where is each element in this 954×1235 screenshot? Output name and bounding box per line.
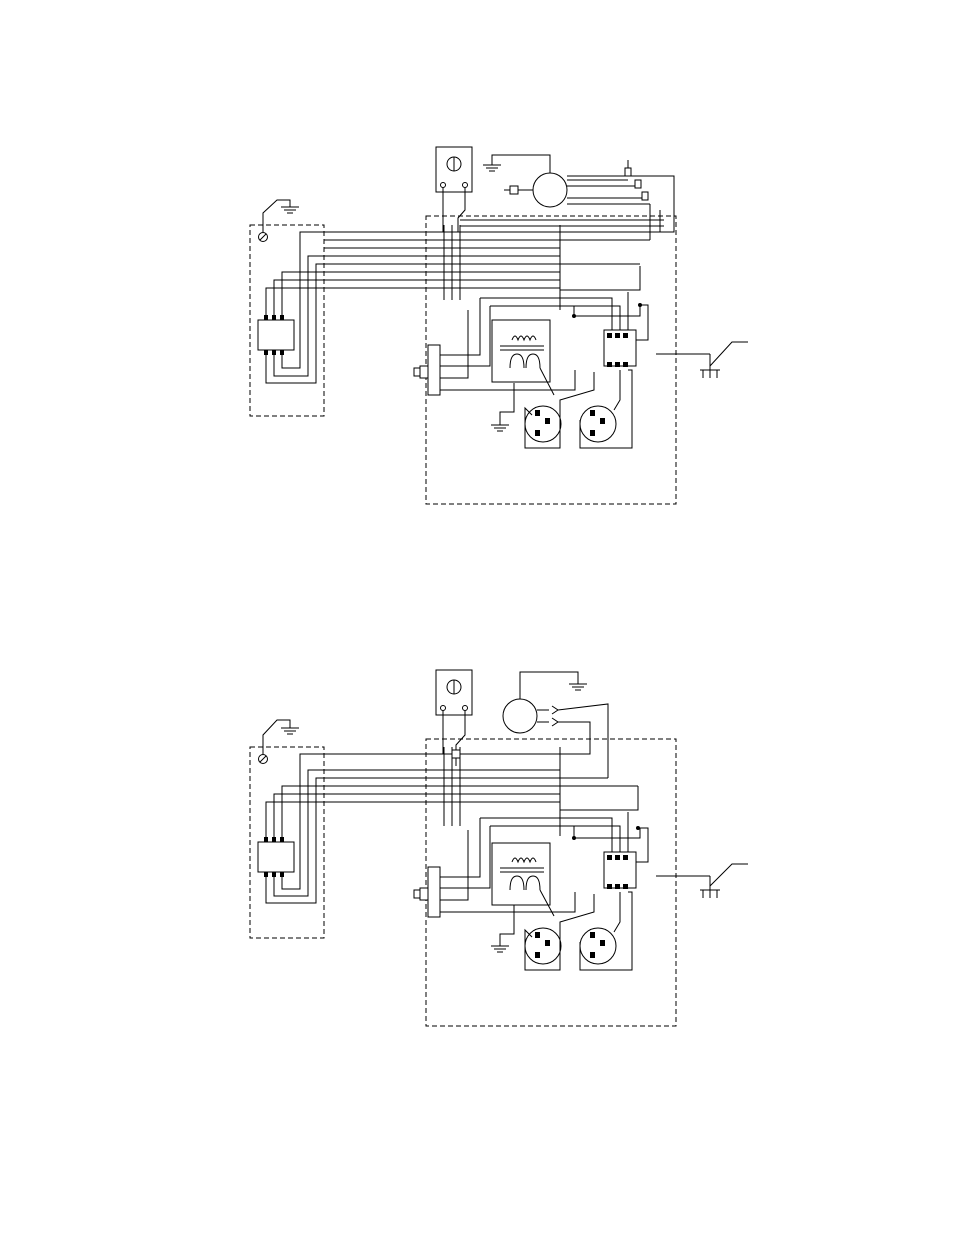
receptacle-icon [525, 372, 594, 448]
ground-icon [281, 207, 299, 213]
switch-icon [436, 670, 472, 766]
control-enclosure [426, 739, 676, 1026]
side-switch-icon [414, 298, 575, 395]
external-ground-icon [656, 342, 748, 378]
interconnect-wires [324, 747, 638, 836]
control-enclosure [426, 216, 676, 504]
wiring-diagram-lower [250, 670, 748, 1026]
interconnect-wires [324, 225, 660, 310]
disconnect-enclosure [250, 200, 324, 416]
transformer-icon [492, 843, 554, 916]
contactor-icon [258, 837, 294, 877]
contactor-icon [258, 315, 294, 355]
motor-icon [460, 672, 608, 778]
motor-icon [460, 155, 674, 240]
transformer-icon [492, 320, 554, 395]
switch-icon [436, 147, 472, 232]
wiring-diagram-upper [250, 147, 748, 504]
external-ground-icon [656, 864, 748, 898]
terminal-block-icon [480, 786, 648, 889]
receptacle-icon [580, 370, 632, 448]
side-switch-icon [414, 818, 575, 917]
disconnect-enclosure [250, 720, 324, 938]
receptacle-icon [580, 892, 632, 970]
terminal-block-icon [480, 266, 648, 367]
ground-icon [281, 728, 299, 734]
